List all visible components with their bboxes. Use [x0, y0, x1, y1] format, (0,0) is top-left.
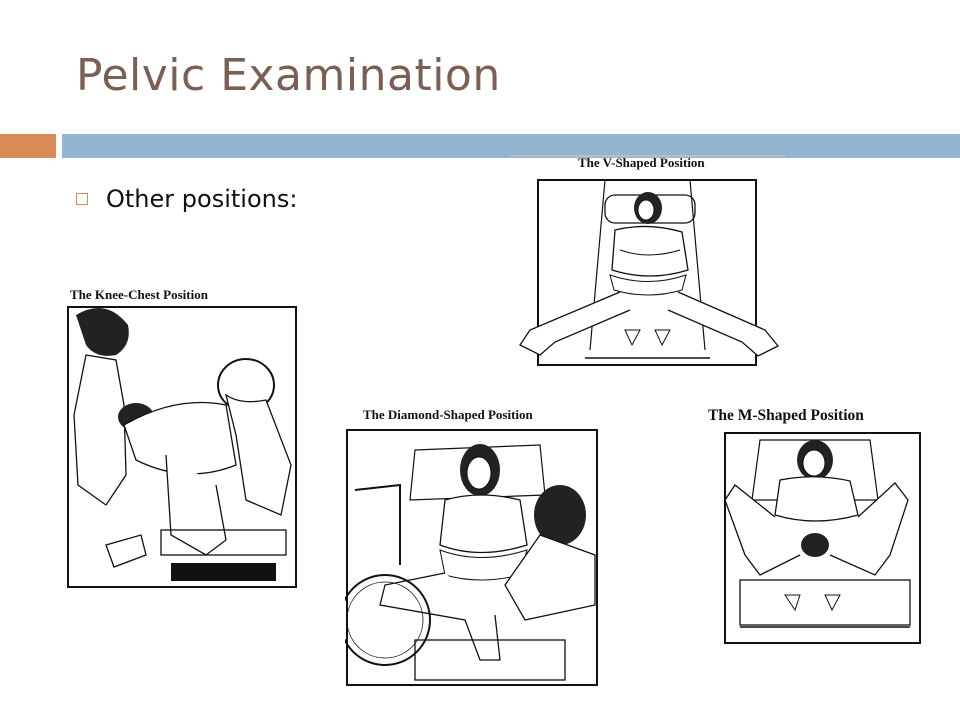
bullet-item: Other positions: — [76, 185, 297, 213]
v-shaped-illustration — [510, 155, 785, 366]
header-accent-bar-blue — [62, 134, 960, 158]
figure-caption-v-shaped: The V-Shaped Position — [578, 155, 705, 170]
figure-m-shaped-position: The M-Shaped Position — [700, 405, 925, 645]
slide-title: Pelvic Examination — [76, 50, 501, 101]
figure-caption-diamond: The Diamond-Shaped Position — [363, 407, 533, 422]
header-accent-bar-orange — [0, 134, 56, 158]
diamond-shaped-illustration — [345, 429, 598, 686]
figure-caption-m-shaped: The M-Shaped Position — [708, 407, 864, 424]
figure-caption-knee-chest: The Knee-Chest Position — [70, 287, 208, 302]
figure-knee-chest-position: The Knee-Chest Position — [66, 285, 301, 590]
figure-diamond-shaped-position: The Diamond-Shaped Position — [345, 405, 600, 687]
m-shaped-illustration — [724, 432, 921, 644]
figure-v-shaped-position: The V-Shaped Position — [510, 150, 785, 375]
knee-chest-illustration — [67, 306, 297, 588]
square-bullet-icon — [76, 193, 88, 205]
bullet-text: Other positions: — [106, 185, 298, 213]
